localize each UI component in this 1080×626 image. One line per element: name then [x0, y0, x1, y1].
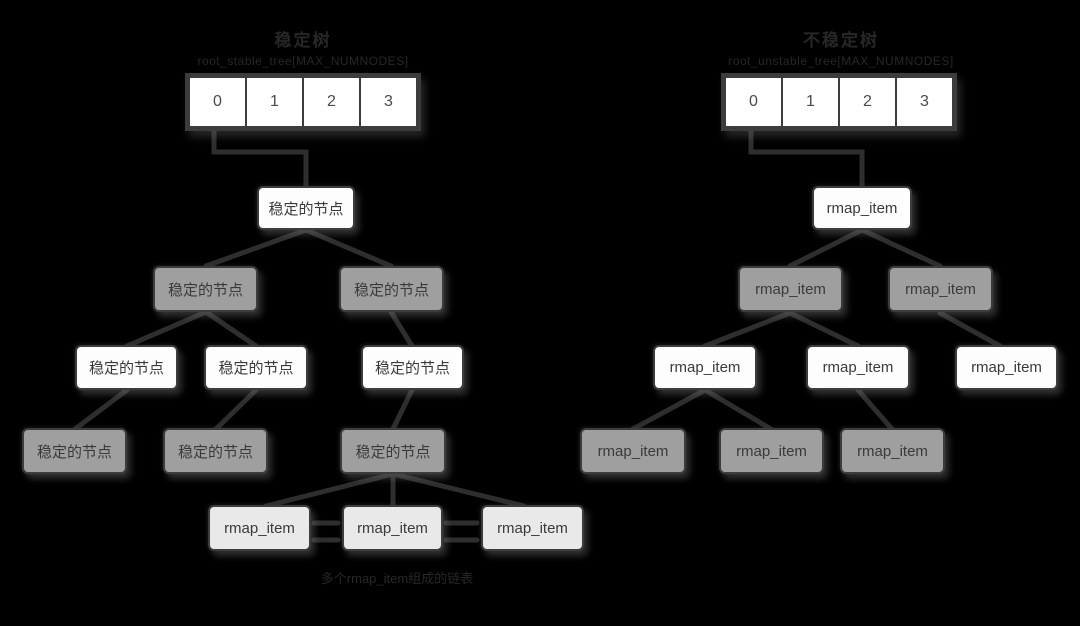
stable-node-root: 稳定的节点	[257, 186, 355, 230]
rmap-item-list-node: rmap_item	[481, 505, 584, 551]
array-cell: 0	[726, 78, 781, 126]
edge	[937, 310, 1003, 349]
right-tree-edges	[630, 128, 1003, 432]
stable-node: 稳定的节点	[75, 345, 178, 390]
stable-node: 稳定的节点	[361, 345, 464, 390]
edge-node-to-list	[263, 471, 396, 509]
array-cell: 3	[897, 78, 952, 126]
edge	[388, 309, 415, 349]
rmap-item-node: rmap_item	[888, 266, 993, 312]
edge	[72, 387, 130, 432]
left-tree-title-block: 稳定树 root_stable_tree[MAX_NUMNODES]	[153, 26, 453, 68]
rmap-item-node: rmap_item	[580, 428, 686, 474]
edge	[702, 310, 793, 349]
left-tree-subtitle: root_stable_tree[MAX_NUMNODES]	[197, 54, 409, 68]
edge-array-to-root	[211, 128, 309, 189]
left-tree-edges	[72, 128, 527, 543]
right-numa-array: 0 1 2 3	[721, 73, 957, 131]
rmap-item-node: rmap_item	[653, 345, 757, 390]
rmap-item-node: rmap_item	[955, 345, 1058, 390]
edge	[303, 227, 394, 269]
array-cell: 0	[190, 78, 245, 126]
edge	[702, 387, 774, 432]
stable-node: 稳定的节点	[22, 428, 127, 474]
edge	[630, 387, 708, 432]
edge	[859, 227, 943, 269]
rmap-item-node: rmap_item	[738, 266, 843, 312]
edge	[787, 310, 861, 349]
edge-node-to-list	[390, 471, 527, 509]
stable-node: 稳定的节点	[163, 428, 268, 474]
edge	[213, 387, 259, 432]
rmap-item-node-root: rmap_item	[812, 186, 912, 230]
array-cell: 3	[361, 78, 416, 126]
stable-node: 稳定的节点	[204, 345, 308, 390]
rmap-item-list-node: rmap_item	[208, 505, 311, 551]
array-cell: 1	[783, 78, 838, 126]
edge-array-to-root	[748, 128, 865, 189]
stable-node: 稳定的节点	[339, 266, 444, 312]
array-cell: 2	[304, 78, 359, 126]
right-tree-subtitle: root_unstable_tree[MAX_NUMNODES]	[728, 54, 954, 68]
edge	[203, 309, 259, 349]
right-tree-title: 不稳定树	[803, 31, 879, 50]
rmap-item-list-node: rmap_item	[342, 505, 443, 551]
rmap-item-node: rmap_item	[840, 428, 945, 474]
stable-node: 稳定的节点	[340, 428, 446, 474]
edge	[203, 227, 309, 269]
right-tree-title-block: 不稳定树 root_unstable_tree[MAX_NUMNODES]	[691, 26, 991, 68]
array-cell: 1	[247, 78, 302, 126]
left-tree-title: 稳定树	[274, 31, 332, 50]
edge	[124, 309, 209, 349]
rmap-item-node: rmap_item	[719, 428, 824, 474]
array-cell: 2	[840, 78, 895, 126]
rmap-list-caption: 多个rmap_item组成的链表	[320, 571, 474, 586]
left-numa-array: 0 1 2 3	[185, 73, 421, 131]
rmap-item-node: rmap_item	[806, 345, 910, 390]
stable-node: 稳定的节点	[153, 266, 258, 312]
edge	[390, 387, 415, 432]
edge	[787, 227, 865, 269]
edge	[855, 387, 895, 432]
